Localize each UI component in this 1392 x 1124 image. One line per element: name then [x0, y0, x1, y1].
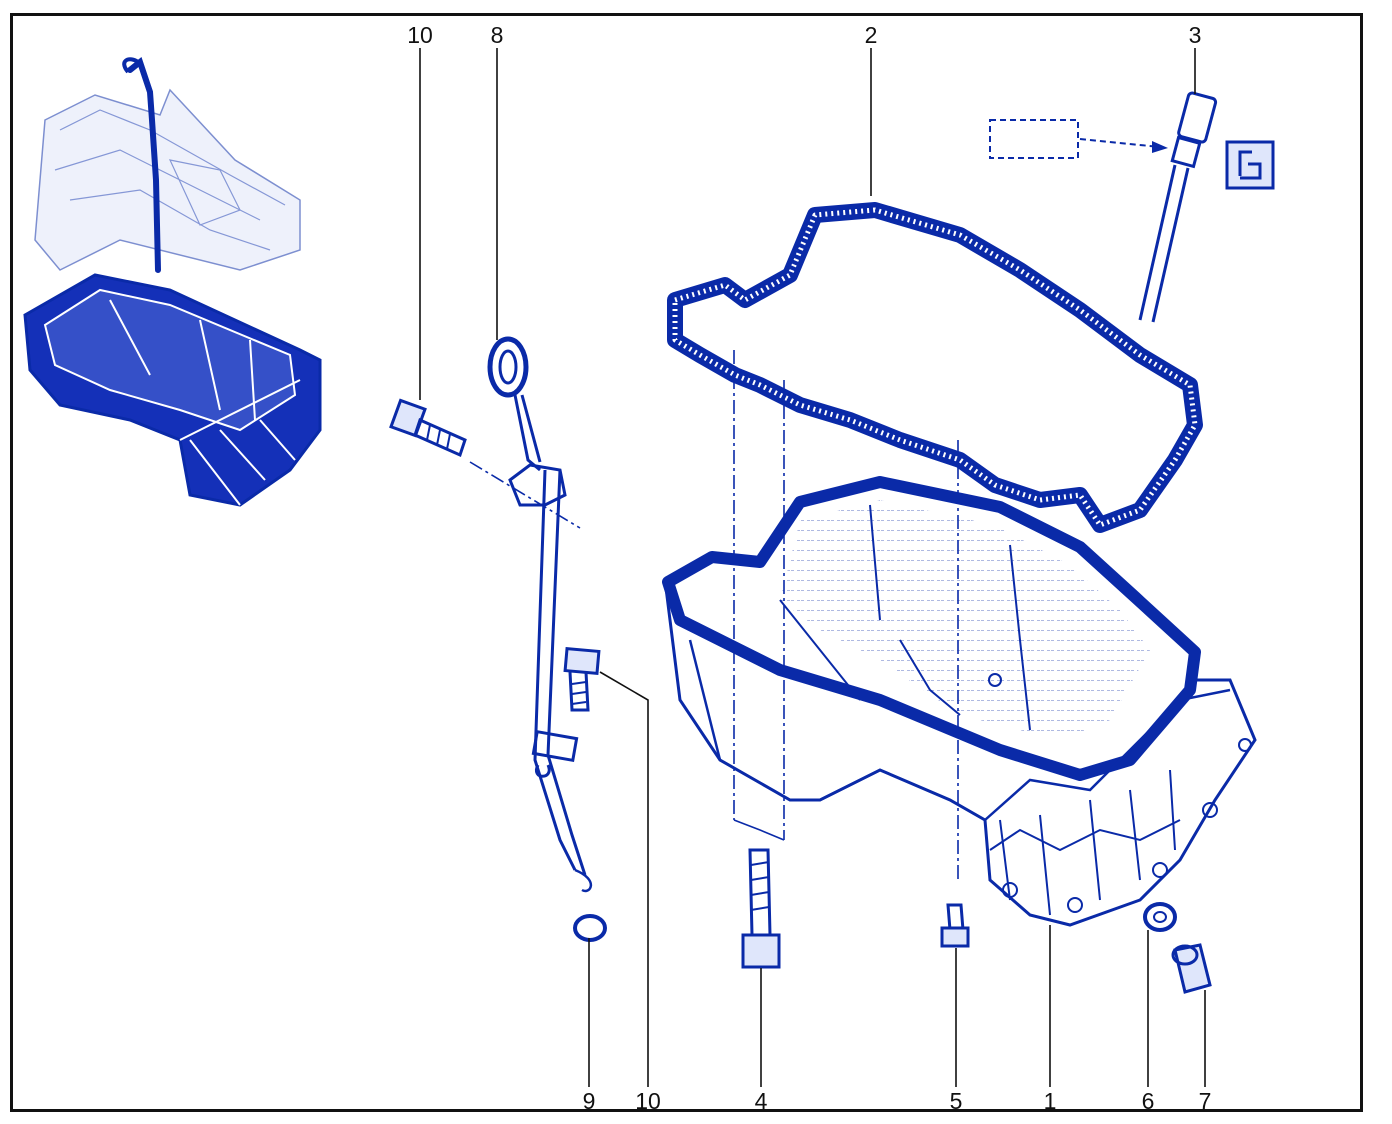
oil-pan	[662, 476, 1257, 927]
callout-10-top: 10	[407, 22, 433, 48]
callout-1: 1	[1043, 1088, 1057, 1114]
assembly-guide-lines	[469, 350, 959, 880]
callout-8: 8	[490, 22, 504, 48]
engine-overview-illustration	[23, 56, 322, 507]
stud-guide-connector	[733, 819, 785, 841]
callout-6: 6	[1141, 1088, 1155, 1114]
callout-9: 9	[582, 1088, 596, 1114]
oil-pan-gasket	[667, 202, 1203, 533]
callout-10-bottom: 10	[635, 1088, 661, 1114]
oil-level-sensor	[989, 91, 1218, 323]
callout-2: 2	[864, 22, 878, 48]
callout-3: 3	[1188, 22, 1202, 48]
callout-4: 4	[754, 1088, 768, 1114]
drain-plug-washer	[1143, 902, 1177, 932]
small-bolt	[940, 903, 970, 948]
dipstick-tube	[487, 336, 593, 893]
bolt-lower	[563, 647, 601, 712]
callout-7: 7	[1198, 1088, 1212, 1114]
o-ring	[573, 914, 607, 942]
drain-plug	[1171, 943, 1212, 994]
callout-5: 5	[949, 1088, 963, 1114]
bolt-top	[389, 398, 467, 458]
oil-level-icon	[1225, 140, 1275, 190]
leader-lines	[419, 48, 1206, 1087]
stud-bolt	[741, 848, 781, 969]
